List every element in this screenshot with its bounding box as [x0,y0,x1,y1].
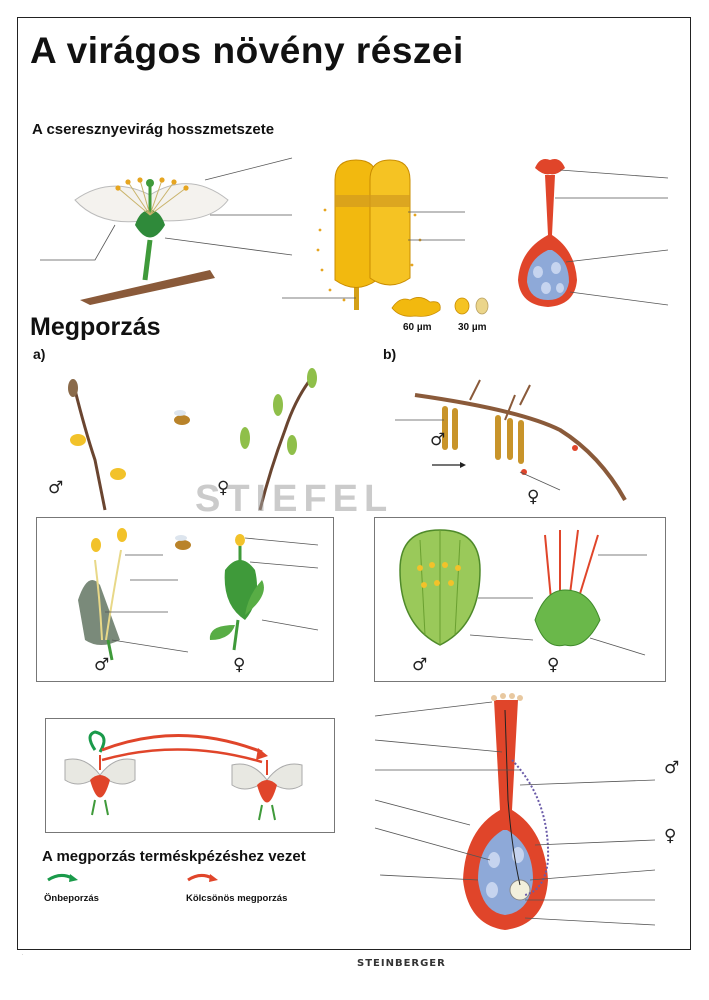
bee-icon-panel [175,535,191,550]
legend-self-arrow [47,873,73,882]
conclusion-heading: A megporzás terméskpézéshez vezet [42,848,306,865]
self-pollination-flower [64,755,136,816]
scale-label-30: 30 µm [458,322,487,333]
part-a-label: a) [33,346,46,362]
section-subtitle: A cseresznyevirág hosszmetszete [32,121,275,138]
female-symbol-fertilization: ♀ [664,826,677,846]
male-symbol-panel-b: ♂ [412,655,428,675]
willow-male-twig [68,379,126,511]
cross-pollination-flower [231,760,303,821]
willow-female-flower [209,534,264,651]
scale-label-60: 60 µm [403,322,432,333]
fertilization-leader-lines [374,701,656,926]
footer-code: · [22,952,24,957]
hazel-leader-lines [395,419,561,491]
male-symbol-panel-a: ♂ [94,655,110,675]
hazel-male-flower [399,529,481,646]
willow-male-flower [78,528,127,661]
page-title: A virágos növény részei [30,30,464,71]
brand-logo: STEINBERGER [357,958,446,969]
male-symbol-fertilization: ♂ [664,758,680,778]
part-b-label: b) [383,346,397,362]
cherry-flower-leader-lines [40,157,293,261]
fertilization-pistil [463,693,550,930]
self-pollination-arrow [88,730,106,753]
panel-b-leader-lines [469,554,647,656]
hazel-female-flower [534,529,601,647]
section-title: Megporzás [30,313,161,341]
female-symbol-panel-a: ♀ [233,655,246,675]
anther-illustration [316,159,489,317]
bee-icon-a [174,410,190,425]
female-symbol-b: ♀ [527,487,540,507]
hazel-branch [414,379,627,501]
female-symbol-a: ♀ [217,478,230,498]
pistil-illustration [518,159,577,307]
cross-pollination-arrow [101,734,263,754]
female-symbol-panel-b: ♀ [547,655,560,675]
legend-cross-label: Kölcsönös megporzás [186,893,288,904]
legend-cross-arrow [187,873,213,882]
willow-female-twig [240,368,317,511]
poster-frame [17,17,691,950]
male-symbol-b: ♂ [430,430,446,450]
cherry-flower-illustration [74,177,229,305]
male-symbol-a: ♂ [48,478,64,498]
panel-a-leader-lines [105,537,319,653]
pistil-leader-lines [555,169,669,306]
anther-leader-lines [282,211,465,299]
watermark: STIEFEL [195,478,394,520]
legend-self-label: Önbeporzás [44,893,99,904]
